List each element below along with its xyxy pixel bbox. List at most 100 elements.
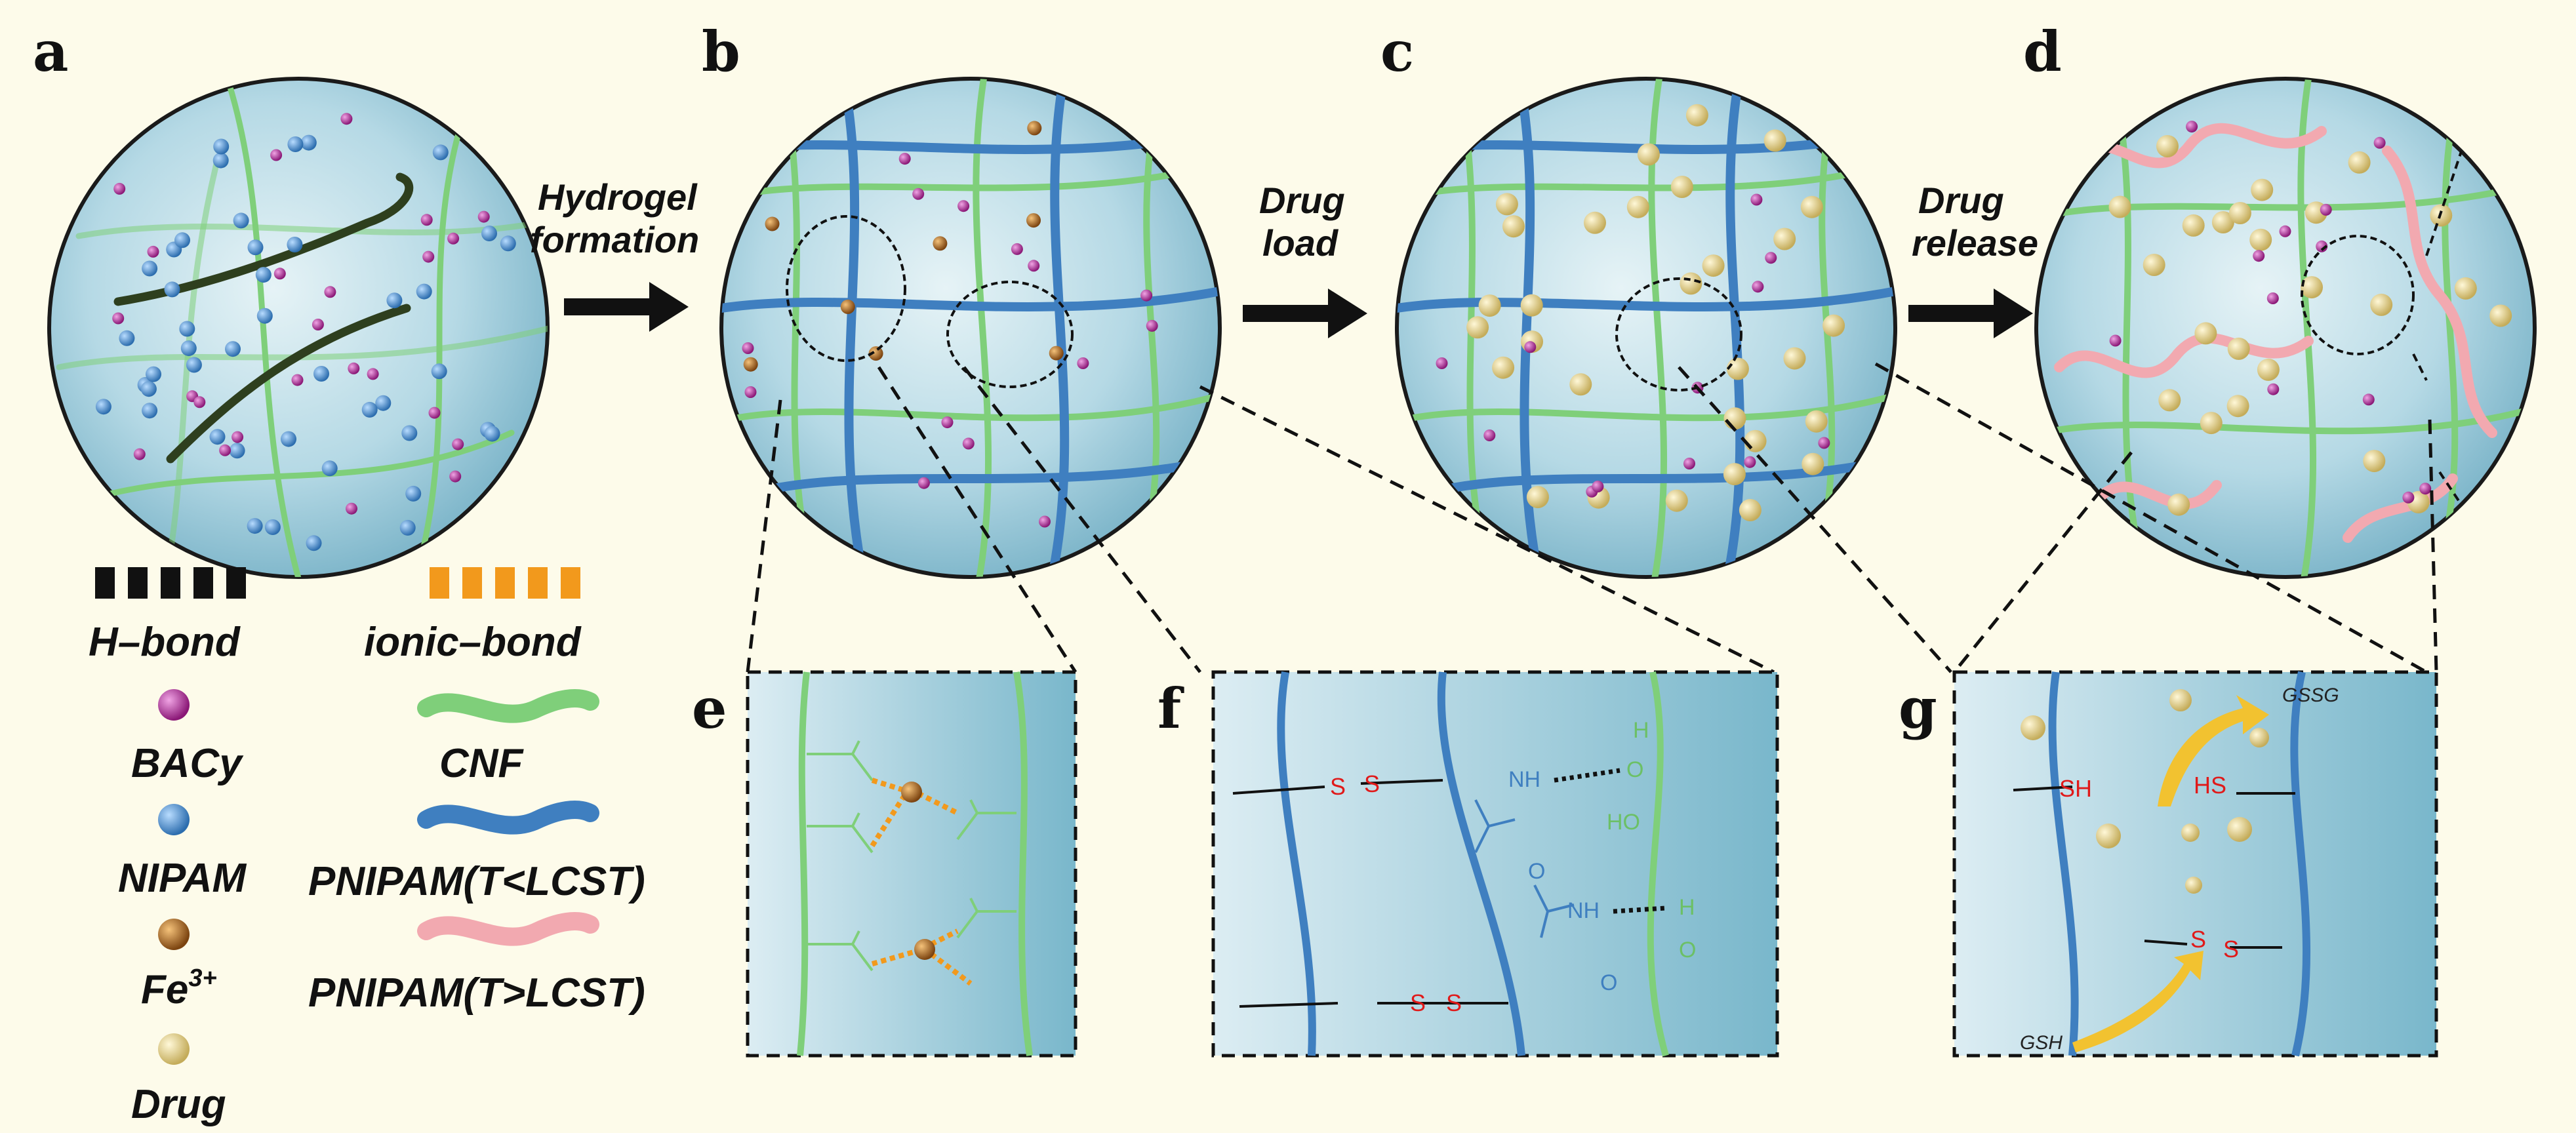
legend-ionic-bond: ionic–bond bbox=[364, 620, 582, 665]
detail-box-g: SH HS S S GSSG GSH bbox=[1954, 672, 2436, 1056]
bacy-particle bbox=[112, 313, 124, 325]
step-label-release-2: release bbox=[1912, 222, 2038, 264]
chem-h: H bbox=[1633, 718, 1649, 743]
legend-ionic-bond-swatch bbox=[430, 567, 580, 599]
bacy-particle bbox=[742, 342, 754, 354]
drug-particle bbox=[2370, 294, 2392, 316]
drug-particle bbox=[2301, 276, 2323, 298]
bacy-particle bbox=[2419, 483, 2431, 494]
nipam-particle bbox=[301, 135, 317, 151]
legend-pnipam-low: PNIPAM(T<LCST) bbox=[308, 859, 645, 904]
sphere-d bbox=[2036, 79, 2541, 590]
drug-particle bbox=[1784, 348, 1806, 370]
arrow-icon bbox=[564, 282, 689, 332]
bacy-particle bbox=[134, 448, 146, 460]
drug-particle bbox=[2489, 305, 2512, 327]
nipam-particle bbox=[186, 357, 202, 373]
bacy-particle bbox=[1592, 481, 1603, 492]
chem-ho: HO bbox=[1607, 810, 1640, 835]
step-label-hydrogel-1: Hydrogel bbox=[538, 176, 698, 218]
step-label-hydrogel-2: formation bbox=[530, 219, 699, 260]
bacy-particle bbox=[2402, 492, 2414, 504]
legend-pnipam-low-swatch bbox=[426, 810, 590, 825]
nipam-particle bbox=[405, 486, 421, 502]
drug-particle bbox=[1627, 196, 1649, 218]
bacy-particle bbox=[2280, 226, 2291, 237]
drug-particle bbox=[2200, 412, 2223, 434]
drug-particle bbox=[1801, 453, 1824, 475]
drug-particle bbox=[2156, 135, 2179, 157]
panel-label-f: f bbox=[1157, 676, 1184, 741]
nipam-particle bbox=[96, 399, 111, 414]
step-label-load-2: load bbox=[1262, 222, 1339, 264]
nipam-particle bbox=[142, 403, 157, 418]
bacy-particle bbox=[2374, 137, 2386, 149]
bacy-particle bbox=[292, 374, 304, 386]
fe-particle bbox=[1026, 213, 1041, 228]
bacy-particle bbox=[1744, 456, 1756, 468]
drug-particle bbox=[1496, 193, 1518, 215]
legend-fe-sup: 3+ bbox=[188, 964, 216, 992]
bacy-particle bbox=[1140, 290, 1152, 302]
legend-bacy: BACy bbox=[131, 741, 244, 786]
drug-particle bbox=[2194, 322, 2217, 344]
nipam-particle bbox=[400, 520, 416, 536]
drug-particle bbox=[2167, 494, 2190, 516]
chem-s: S bbox=[1410, 989, 1426, 1016]
fe-particle bbox=[765, 217, 780, 231]
legend-h-bond-swatch bbox=[95, 567, 246, 599]
drug-particle bbox=[1638, 144, 1660, 166]
bacy-particle bbox=[2363, 393, 2375, 405]
chem-s: S bbox=[2223, 936, 2239, 963]
nipam-particle bbox=[433, 144, 449, 160]
drug-particle bbox=[1521, 294, 1543, 317]
chem-nh: NH bbox=[1567, 898, 1600, 923]
drug-particle bbox=[1671, 176, 1693, 198]
bacy-particle bbox=[148, 246, 159, 258]
nipam-particle bbox=[225, 341, 241, 357]
nipam-particle bbox=[485, 426, 500, 442]
bacy-particle bbox=[219, 445, 231, 456]
nipam-particle bbox=[213, 153, 229, 169]
bacy-particle bbox=[421, 214, 433, 226]
drug-particle bbox=[1801, 196, 1823, 218]
bacy-particle bbox=[2320, 204, 2332, 216]
bacy-particle bbox=[899, 153, 911, 165]
nipam-particle bbox=[142, 261, 157, 277]
step-drug-release: Drug release bbox=[1908, 180, 2038, 338]
legend-bacy-swatch bbox=[158, 689, 190, 721]
legend-nipam-swatch bbox=[158, 804, 190, 835]
nipam-particle bbox=[256, 267, 272, 283]
chem-s: S bbox=[1364, 770, 1380, 797]
nipam-particle bbox=[247, 518, 263, 534]
nipam-particle bbox=[281, 431, 296, 447]
drug-particle bbox=[2455, 277, 2477, 300]
bacy-particle bbox=[1683, 458, 1695, 469]
bacy-particle bbox=[1483, 429, 1495, 441]
nipam-particle bbox=[174, 232, 190, 248]
bacy-particle bbox=[942, 416, 954, 428]
drug-particle bbox=[1744, 430, 1767, 452]
drug-particle bbox=[1666, 490, 1688, 512]
legend-cnf-swatch bbox=[426, 698, 590, 714]
nipam-particle bbox=[210, 429, 226, 445]
arrow-icon bbox=[1908, 288, 2033, 338]
drug-particle bbox=[1702, 254, 1725, 277]
bacy-particle bbox=[1028, 260, 1039, 271]
bacy-particle bbox=[1818, 437, 1830, 449]
nipam-particle bbox=[248, 239, 264, 255]
drug-particle bbox=[1584, 212, 1606, 234]
nipam-particle bbox=[375, 395, 391, 411]
chem-o: O bbox=[1679, 938, 1696, 963]
drug-particle bbox=[1527, 486, 1549, 508]
nipam-particle bbox=[432, 363, 447, 379]
drug-particle bbox=[1723, 463, 1746, 485]
nipam-particle bbox=[401, 426, 417, 441]
bacy-particle bbox=[963, 438, 975, 450]
legend-h-bond: H–bond bbox=[89, 620, 241, 665]
nipam-particle bbox=[287, 136, 303, 152]
fe-particle bbox=[1027, 121, 1041, 135]
bacy-particle bbox=[312, 319, 324, 330]
bacy-particle bbox=[2110, 335, 2122, 347]
